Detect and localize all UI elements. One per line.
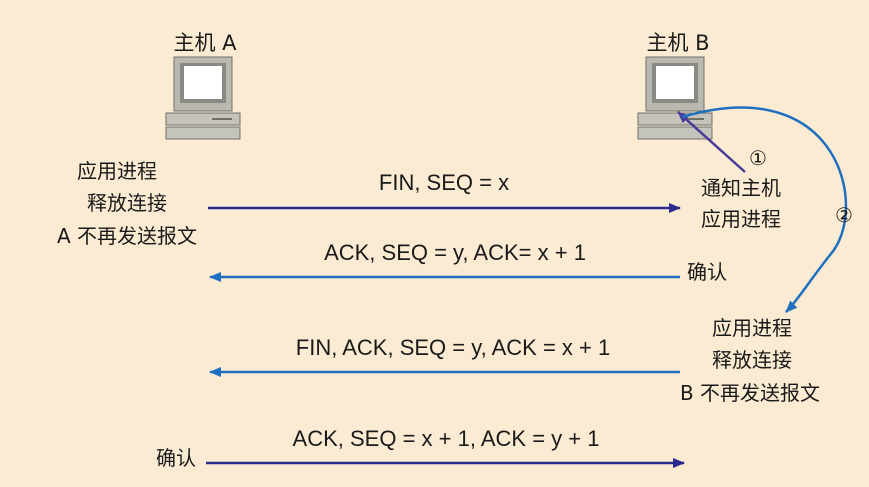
host-a-computer-icon xyxy=(165,56,241,140)
host-b-title: 主机 B xyxy=(646,31,710,55)
host-a-note-1: 应用进程 xyxy=(77,159,157,183)
step-two-marker: ② xyxy=(835,203,853,227)
host-a-note-3: A 不再发送报文 xyxy=(56,224,198,248)
message-label-ack: ACK, SEQ = y, ACK= x + 1 xyxy=(324,240,586,265)
host-a-note-2: 释放连接 xyxy=(87,191,167,215)
release-curve-arrow xyxy=(681,106,848,313)
host-b-note-1: 应用进程 xyxy=(712,316,792,340)
message-label-fin-ack: FIN, ACK, SEQ = y, ACK = x + 1 xyxy=(295,335,611,360)
step-one-marker: ① xyxy=(749,146,767,170)
host-a-confirm: 确认 xyxy=(156,446,196,470)
host-b-notify-1: 通知主机 xyxy=(701,176,781,200)
host-b-note-2: 释放连接 xyxy=(712,348,792,372)
message-label-fin: FIN, SEQ = x xyxy=(378,170,510,195)
host-b-computer-icon xyxy=(637,56,713,140)
host-a-title: 主机 A xyxy=(173,31,237,55)
host-b-notify-2: 应用进程 xyxy=(701,207,781,231)
host-b-confirm: 确认 xyxy=(687,260,727,284)
host-b-note-3: B 不再发送报文 xyxy=(679,381,821,405)
message-label-final-ack: ACK, SEQ = x + 1, ACK = y + 1 xyxy=(292,426,600,451)
notify-arrow xyxy=(677,111,746,173)
